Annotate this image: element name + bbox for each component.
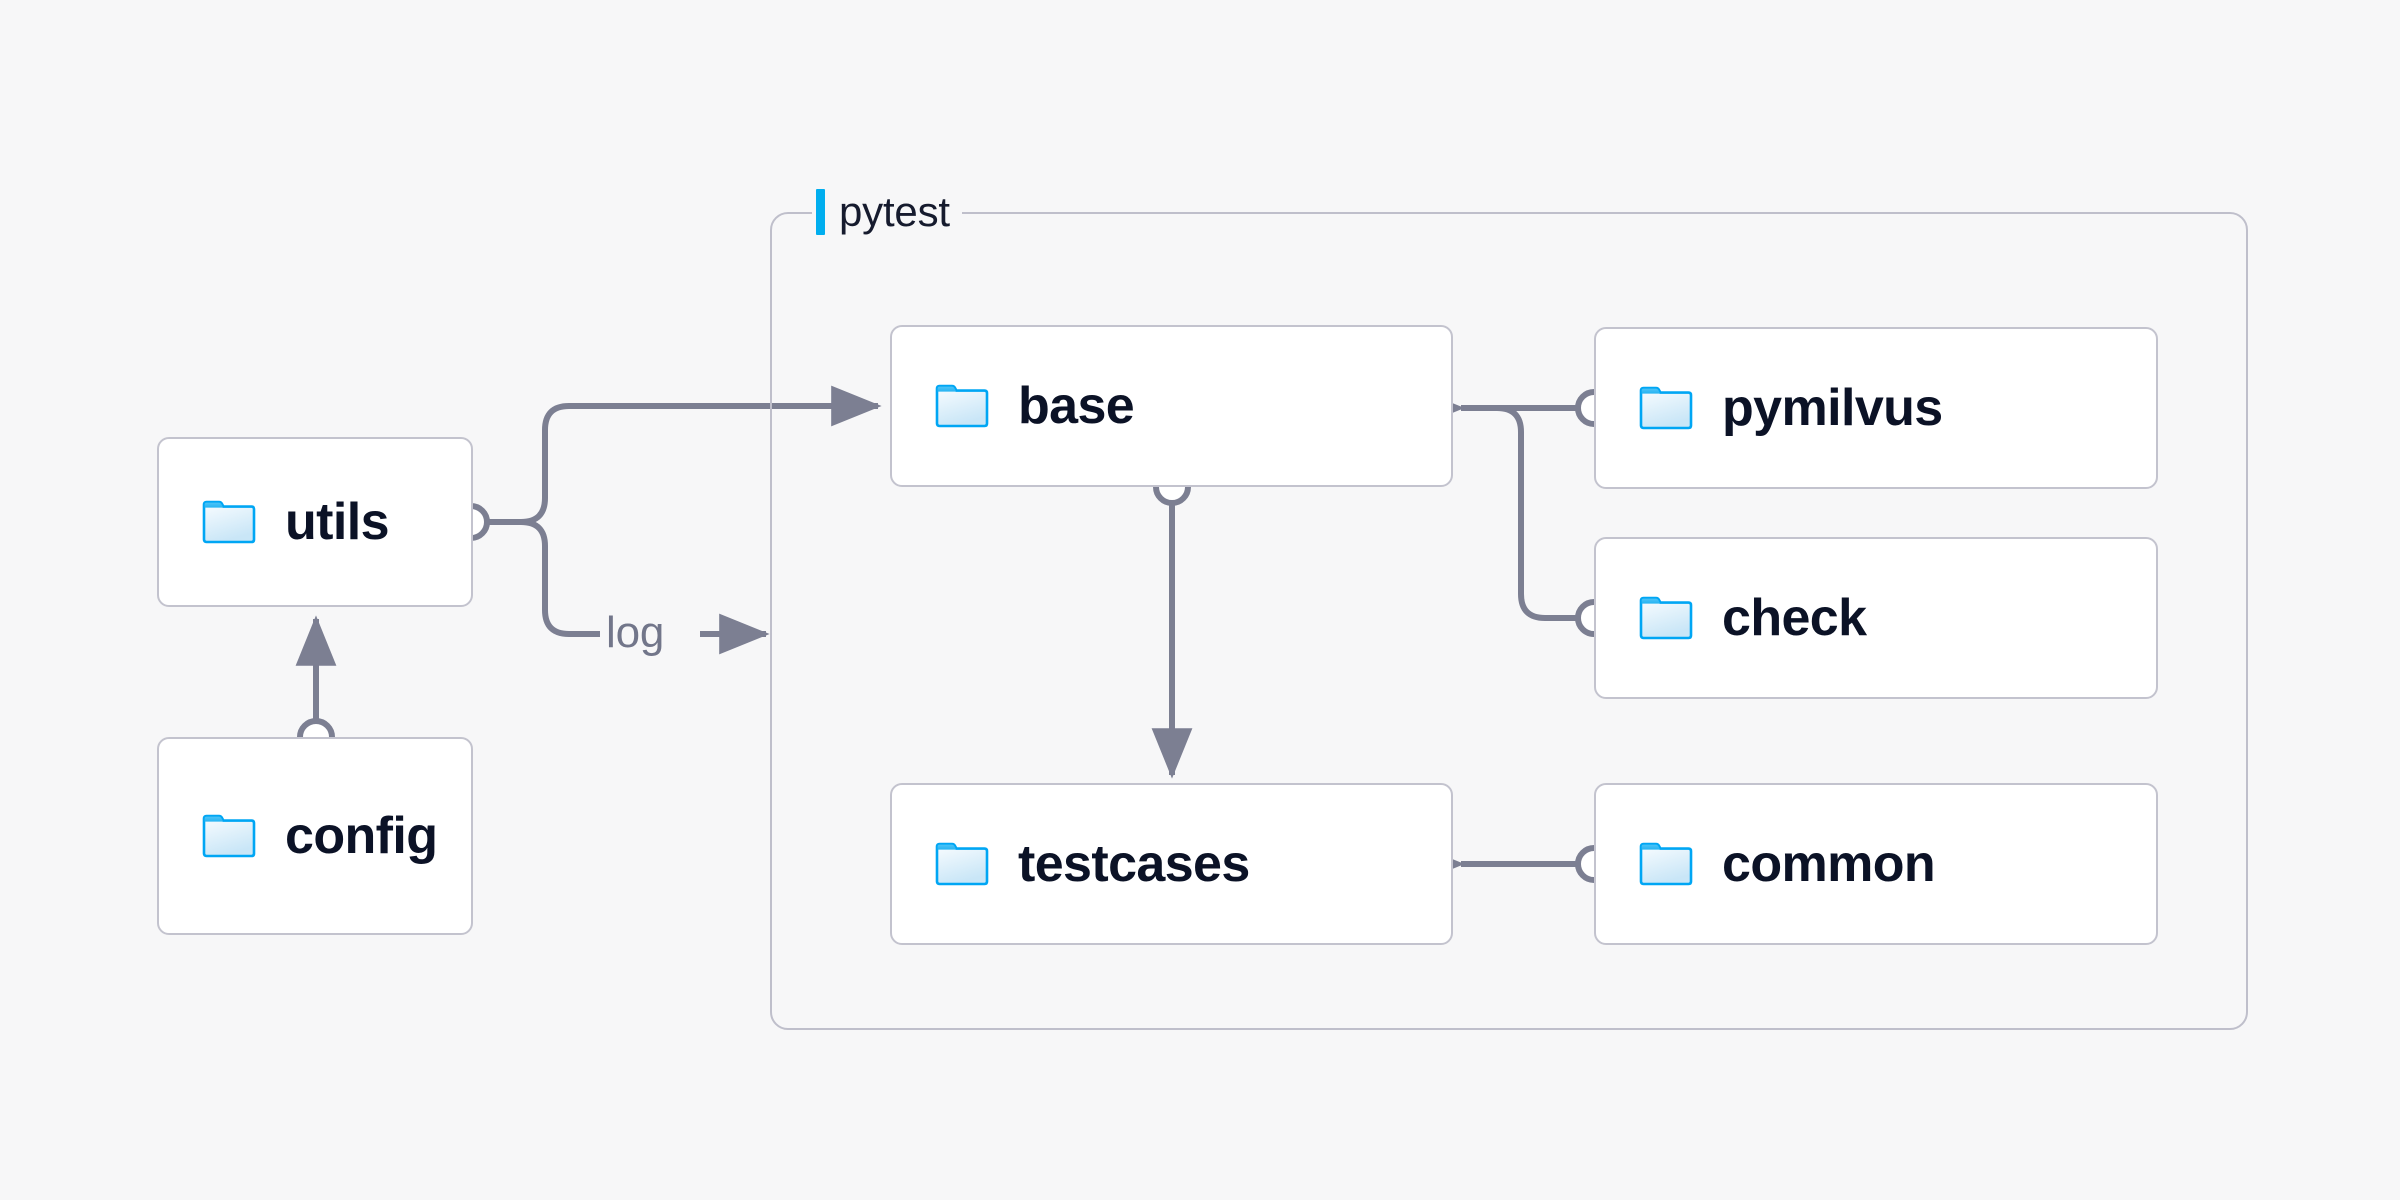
folder-icon xyxy=(1639,596,1693,640)
node-label: testcases xyxy=(1018,835,1250,893)
pytest-group-label: pytest xyxy=(812,188,962,236)
node-label: pymilvus xyxy=(1722,379,1943,437)
node-common[interactable]: common xyxy=(1594,783,2158,945)
node-label: check xyxy=(1722,589,1867,647)
accent-bar-icon xyxy=(816,189,825,235)
folder-icon xyxy=(935,842,989,886)
edge-config-to-utils xyxy=(295,615,337,756)
node-testcases[interactable]: testcases xyxy=(890,783,1453,945)
pytest-group-container xyxy=(770,212,2248,1030)
node-base[interactable]: base xyxy=(890,325,1453,487)
folder-icon xyxy=(1639,386,1693,430)
folder-icon xyxy=(935,384,989,428)
node-pymilvus[interactable]: pymilvus xyxy=(1594,327,2158,489)
node-label: base xyxy=(1018,377,1135,435)
node-utils[interactable]: utils xyxy=(157,437,473,607)
node-label: utils xyxy=(285,493,390,551)
folder-icon xyxy=(202,500,256,544)
node-config[interactable]: config xyxy=(157,737,473,935)
folder-icon xyxy=(1639,842,1693,886)
node-label: common xyxy=(1722,835,1936,893)
node-check[interactable]: check xyxy=(1594,537,2158,699)
edge-label-log: log xyxy=(606,608,665,657)
folder-icon xyxy=(202,814,256,858)
node-label: config xyxy=(285,807,438,865)
group-title: pytest xyxy=(839,188,950,235)
